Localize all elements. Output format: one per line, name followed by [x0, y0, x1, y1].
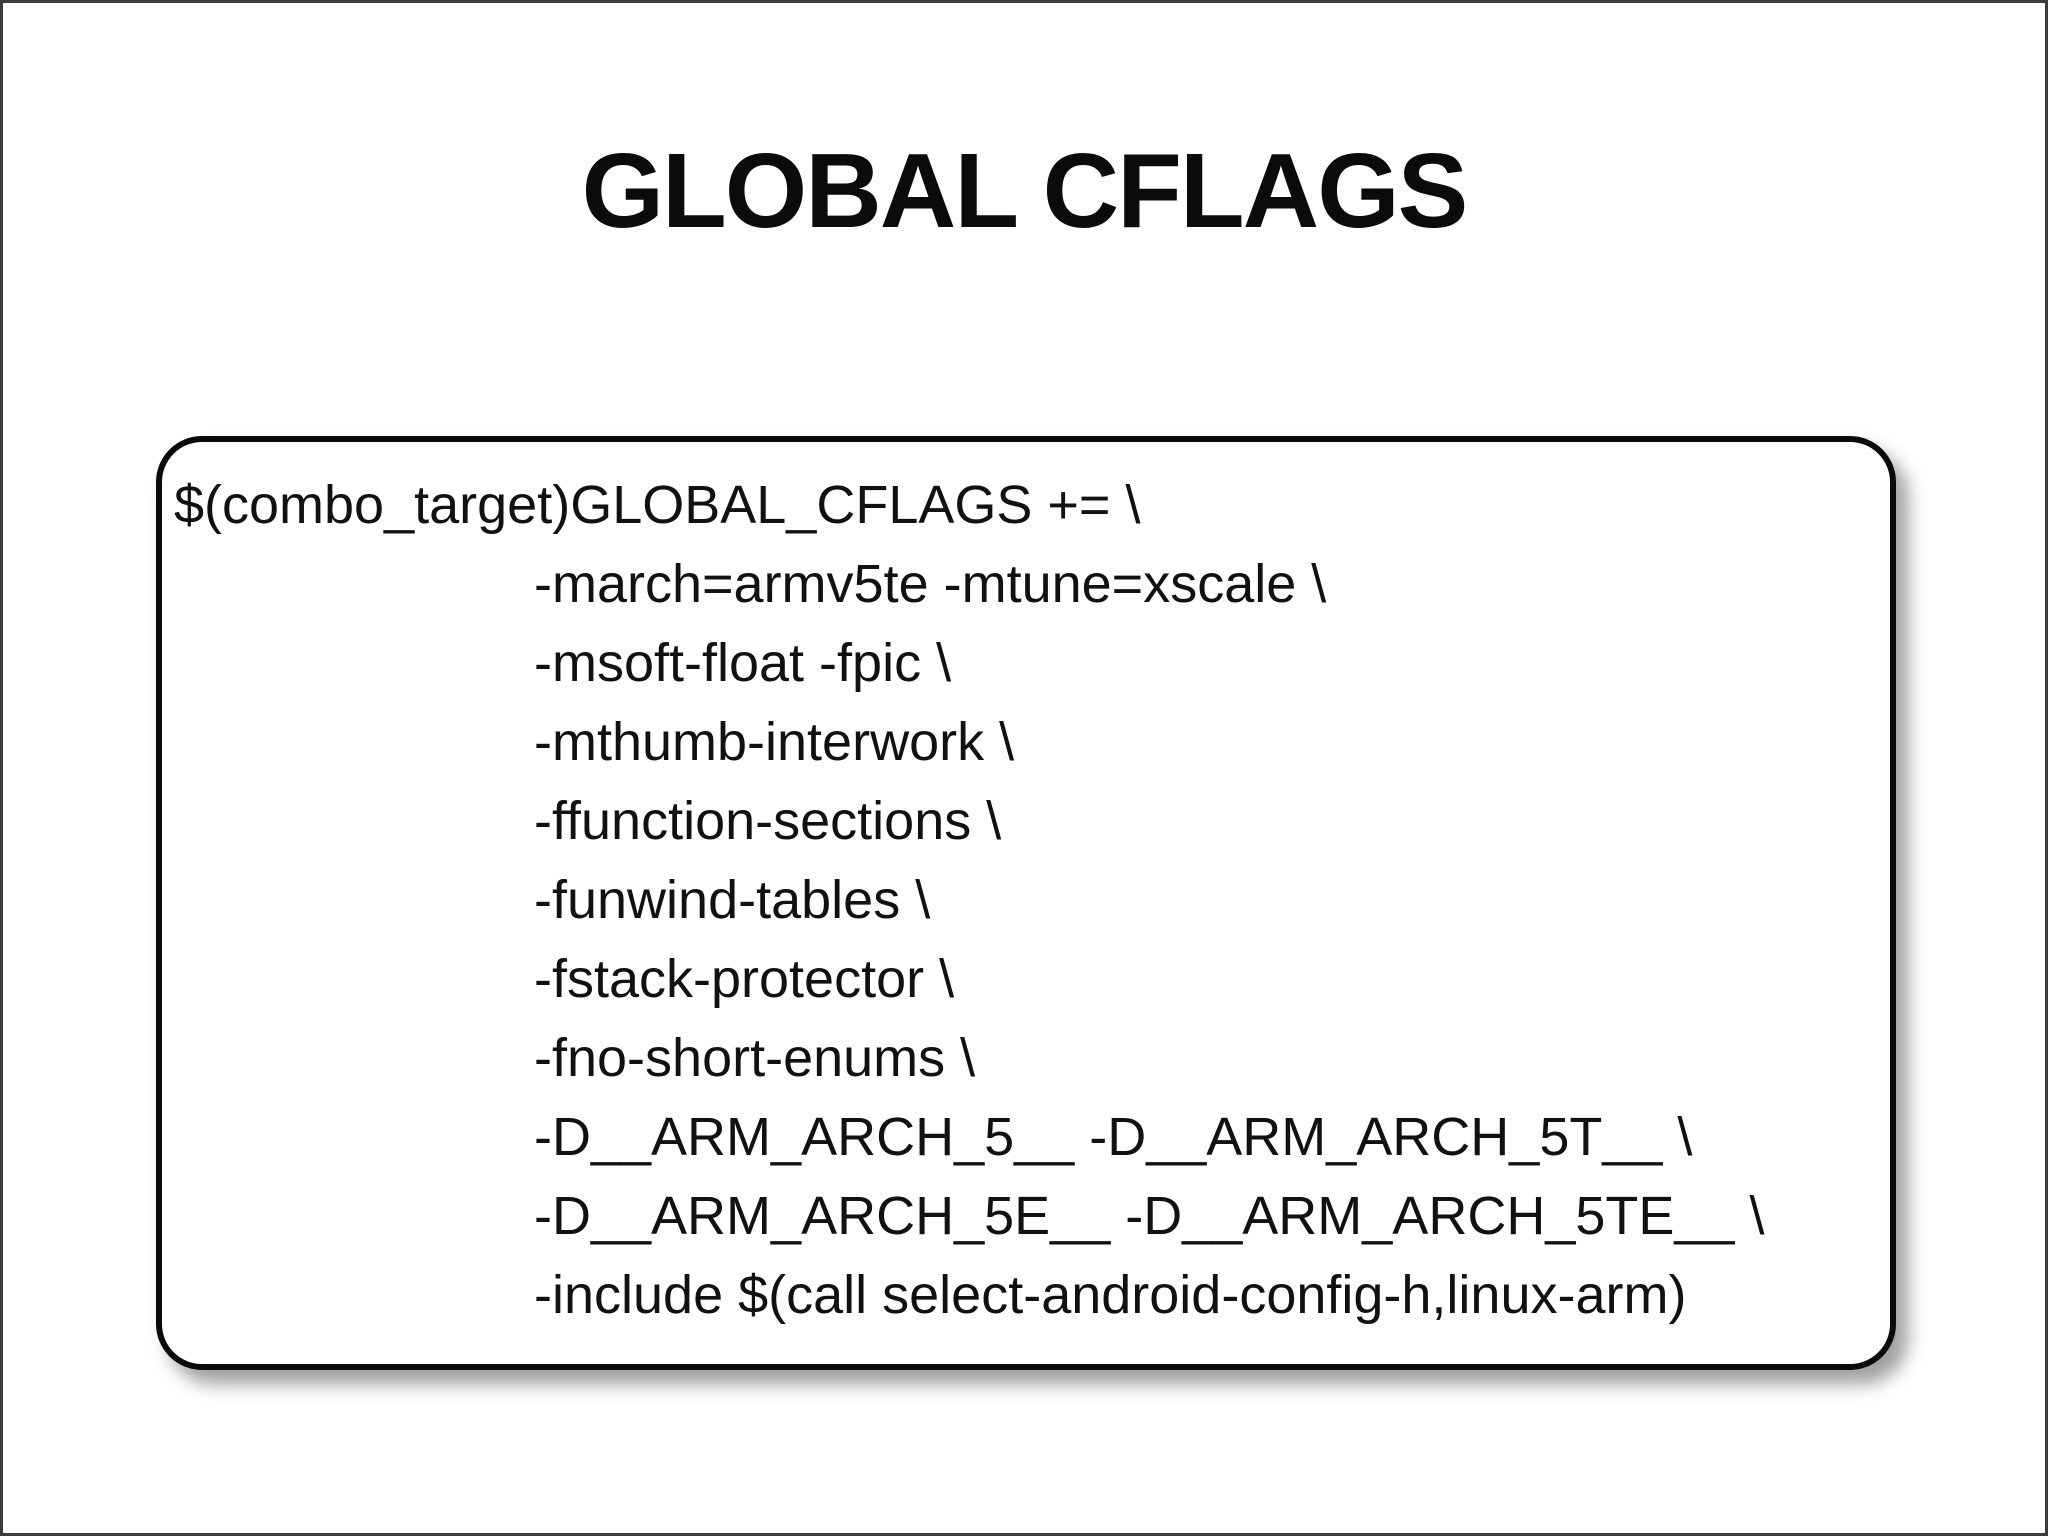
code-line: -D__ARM_ARCH_5__ -D__ARM_ARCH_5T__ \ — [534, 1107, 1693, 1167]
code-line: -msoft-float -fpic \ — [534, 633, 952, 693]
page-title: GLOBAL CFLAGS — [581, 132, 1469, 250]
code-line: -fstack-protector \ — [534, 949, 955, 1009]
code-block: $(combo_target)GLOBAL_CFLAGS += \ -march… — [156, 436, 1896, 1370]
code-line: $(combo_target)GLOBAL_CFLAGS += \ — [174, 475, 1141, 535]
code-line: -mthumb-interwork \ — [534, 712, 1015, 772]
code-line: -ffunction-sections \ — [534, 791, 1002, 851]
code-line: -funwind-tables \ — [534, 870, 931, 930]
code-line: -include $(call select-android-config-h,… — [534, 1265, 1687, 1325]
code-line: -D__ARM_ARCH_5E__ -D__ARM_ARCH_5TE__ \ — [534, 1186, 1765, 1246]
code-line: -march=armv5te -mtune=xscale \ — [534, 554, 1327, 614]
code-line: -fno-short-enums \ — [534, 1028, 976, 1088]
